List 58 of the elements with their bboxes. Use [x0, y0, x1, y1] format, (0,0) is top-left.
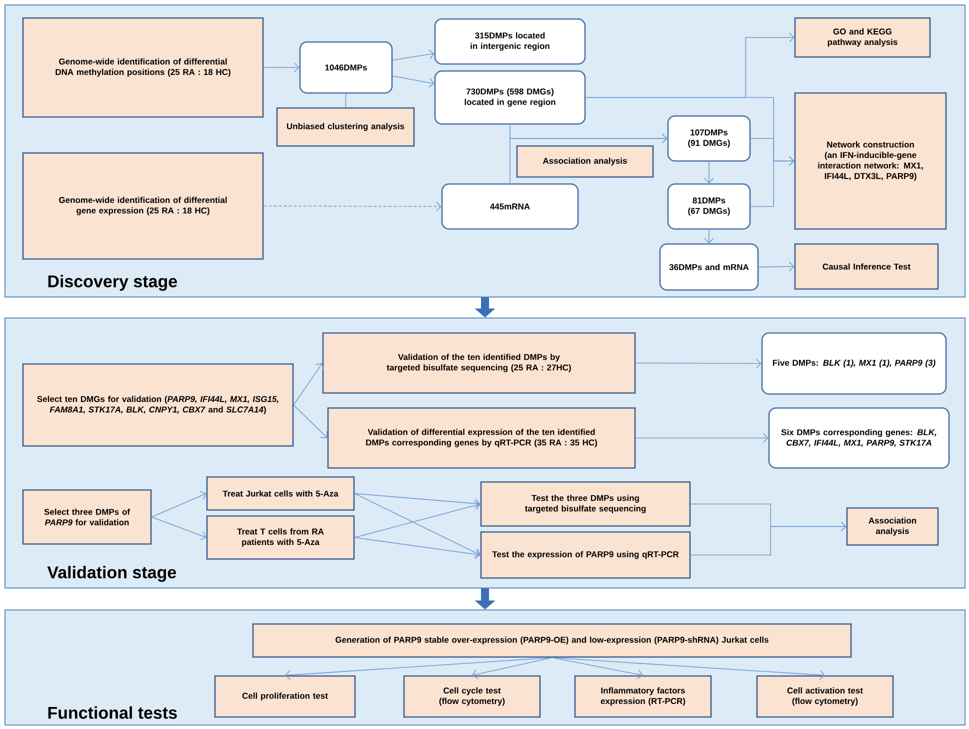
result-box: Five DMPs: BLK (1), MX1 (1), PARP9 (3) [761, 332, 947, 395]
result-box: 107DMPs (91 DMGs) [667, 115, 751, 162]
process-box: Generation of PARP9 stable over-expression (PARP9-OE) and low-expression (PARP9-shRNA) Jurkat cells [252, 623, 852, 658]
stage-heading: Discovery stage [48, 274, 177, 291]
result-box: Six DMPs corresponding genes: BLK, CBX7, IFI44L, MX1, PARP9, STK17A [768, 407, 950, 469]
arrow [293, 363, 324, 406]
arrow [354, 493, 480, 558]
process-box: Cell proliferation test [214, 675, 356, 718]
arrow [392, 49, 434, 60]
arrow [750, 156, 794, 207]
arrow [151, 516, 206, 540]
arrow [635, 433, 768, 443]
process-box: Cell cycle test (flow cytometry) [403, 675, 541, 718]
connector-line [345, 93, 346, 108]
arrow [151, 490, 206, 518]
arrow [293, 404, 328, 438]
result-box: 1046DMPs [299, 41, 393, 94]
process-box: Validation of the ten identified DMPs by targeted bisulfate sequencing (25 RA : 27HC) [322, 332, 636, 394]
arrow [263, 62, 300, 72]
process-box: Treat T cells from RA patients with 5-Aza [206, 515, 355, 560]
process-box: Test the three DMPs using targeted bisulfate sequencing [480, 481, 691, 527]
stage-heading: Functional tests [48, 706, 177, 719]
arrow [392, 76, 434, 88]
process-box: Inflammatory factors expression (RT-PCR) [574, 675, 712, 718]
result-box: 730DMPs (598 DMGs) located in gene region [434, 70, 586, 125]
arrow [635, 358, 762, 368]
process-box: Unbiased clustering analysis [276, 107, 415, 147]
arrow [552, 657, 644, 680]
result-box: 445mRNA [441, 183, 579, 230]
arrow [704, 229, 714, 244]
result-box: 81DMPs (67 DMGs) [667, 183, 751, 230]
process-box: Genome-wide identification of differential gene expression (25 RA : 18 HC) [22, 152, 264, 260]
stage-heading: Validation stage [47, 566, 176, 582]
process-box: Validation of differential expression of the ten identified DMPs corresponding genes by qRT-PCR (35 RA : 35 HC) [327, 407, 636, 469]
process-box: GO and KEGG pathway analysis [794, 17, 931, 58]
arrow [704, 161, 714, 184]
process-box: Association analysis [516, 145, 654, 178]
arrow [354, 537, 480, 560]
process-box: Cell activation test (flow cytometry) [756, 675, 894, 718]
result-box: 36DMPs and mRNA [659, 243, 759, 291]
arrow [758, 262, 794, 272]
process-box: Network construction (an IFN-inducible-gene interaction network: MX1, IFI44L, DTX3L, PARP9) [794, 92, 947, 230]
arrow [472, 657, 552, 680]
process-box: Test the expression of PARP9 using qRT-PCR [480, 531, 691, 579]
arrow [354, 500, 480, 538]
result-box: 315DMPs located in intergenic region [434, 18, 586, 65]
process-box: Select three DMPs of PARP9 for validation [22, 489, 152, 545]
arrow [552, 657, 825, 680]
arrow [354, 493, 480, 508]
process-box: Genome-wide identification of differential DNA methylation positions (25 RA : 18 HC) [22, 17, 264, 118]
arrow [690, 522, 846, 556]
arrow [285, 657, 552, 680]
arrow [510, 134, 668, 184]
process-box: Select ten DMGs for validation (PARP9, IFI44L, MX1, ISG15, FAM8A1, STK17A, BLK, CNPY1, CBX7 and SLC7A14) [22, 363, 294, 447]
process-box: Treat Jurkat cells with 5-Aza [206, 476, 355, 511]
arrow [263, 202, 442, 212]
process-box: Causal Inference Test [794, 243, 939, 290]
process-box: Association analysis [846, 507, 939, 546]
